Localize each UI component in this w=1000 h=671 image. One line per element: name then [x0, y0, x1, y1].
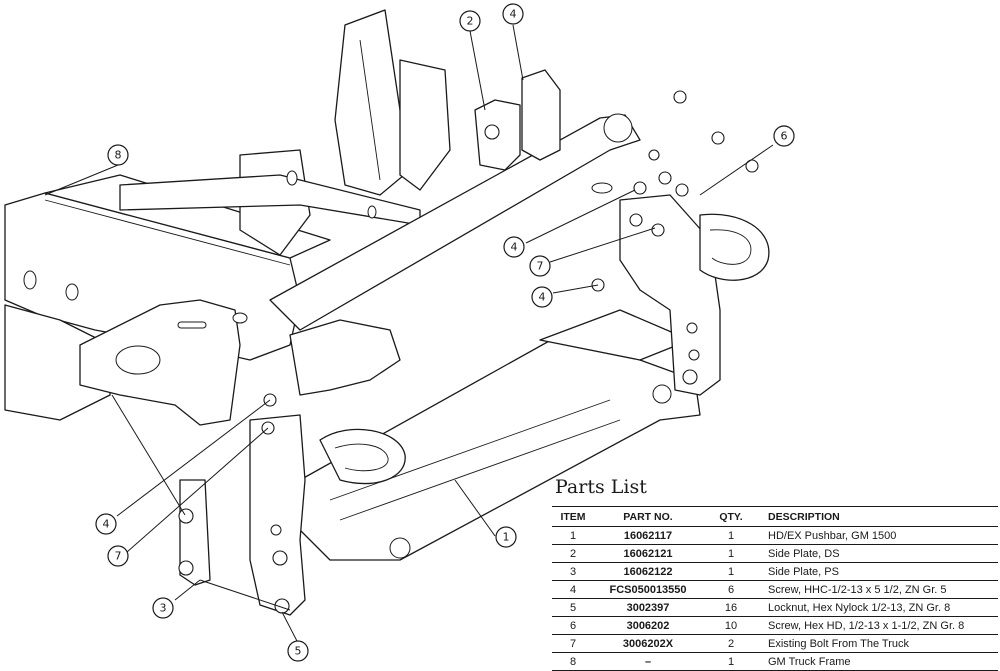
svg-text:4: 4 [539, 291, 546, 304]
svg-text:7: 7 [537, 260, 544, 273]
header-part-no: PART NO. [594, 506, 702, 527]
svg-text:2: 2 [467, 15, 474, 28]
cell-part-no: 16062122 [594, 562, 702, 581]
cell-part-no: 16062121 [594, 544, 702, 563]
parts-table: ITEM PART NO. QTY. DESCRIPTION 1 1606211… [552, 506, 998, 671]
tow-hook-left [289, 319, 406, 485]
cell-qty: 2 [702, 634, 760, 653]
cell-description: Side Plate, DS [760, 544, 998, 563]
table-row: 2 16062121 1 Side Plate, DS [552, 544, 998, 563]
cell-description: GM Truck Frame [760, 652, 998, 671]
callout-6: 6 [773, 125, 795, 147]
svg-text:1: 1 [503, 531, 510, 544]
tow-hook-right [699, 213, 770, 281]
ds-mount-bracket [79, 299, 248, 426]
cell-part-no: 3006202 [594, 616, 702, 635]
cell-description: Side Plate, PS [760, 562, 998, 581]
table-row: 6 3006202 10 Screw, Hex HD, 1/2-13 x 1-1… [552, 616, 998, 635]
svg-text:7: 7 [115, 550, 122, 563]
bolt-cluster-right [261, 90, 759, 435]
svg-text:4: 4 [103, 518, 110, 531]
svg-text:6: 6 [781, 130, 788, 143]
svg-text:5: 5 [295, 645, 302, 658]
svg-text:3: 3 [160, 602, 167, 615]
svg-text:8: 8 [115, 149, 122, 162]
table-row: 3 16062122 1 Side Plate, PS [552, 562, 998, 581]
cell-item: 8 [552, 652, 594, 671]
callout-7-right: 7 [529, 255, 551, 277]
header-description: DESCRIPTION [760, 506, 998, 527]
table-row: 7 3006202X 2 Existing Bolt From The Truc… [552, 634, 998, 653]
callout-8: 8 [107, 144, 129, 166]
svg-text:4: 4 [511, 241, 518, 254]
cell-qty: 10 [702, 616, 760, 635]
cell-item: 2 [552, 544, 594, 563]
table-row: 8 – 1 GM Truck Frame [552, 652, 998, 671]
parts-list-title: Parts List [555, 476, 647, 498]
cell-description: HD/EX Pushbar, GM 1500 [760, 526, 998, 545]
cell-description: Screw, HHC-1/2-13 x 5 1/2, ZN Gr. 5 [760, 580, 998, 599]
side-plate-ds [474, 69, 721, 396]
cell-item: 4 [552, 580, 594, 599]
header-qty: QTY. [702, 506, 760, 527]
cell-qty: 1 [702, 652, 760, 671]
cross-tube [269, 113, 641, 331]
cell-item: 7 [552, 634, 594, 653]
cell-item: 6 [552, 616, 594, 635]
cell-part-no: 16062117 [594, 526, 702, 545]
cell-qty: 1 [702, 526, 760, 545]
cell-item: 3 [552, 562, 594, 581]
cell-part-no: 3006202X [594, 634, 702, 653]
callout-3: 3 [152, 597, 174, 619]
callout-5: 5 [287, 640, 309, 662]
parts-list-panel: Parts List ITEM PART NO. QTY. DESCRIPTIO… [552, 476, 998, 671]
side-plate-ps [178, 414, 306, 616]
leader-lines [44, 24, 774, 644]
cell-part-no: – [594, 652, 702, 671]
table-row: 1 16062117 1 HD/EX Pushbar, GM 1500 [552, 526, 998, 545]
callout-1: 1 [495, 526, 517, 548]
cell-item: 5 [552, 598, 594, 617]
pushbar [299, 309, 701, 561]
table-row: 4 FCS050013550 6 Screw, HHC-1/2-13 x 5 1… [552, 580, 998, 599]
cell-description: Screw, Hex HD, 1/2-13 x 1-1/2, ZN Gr. 8 [760, 616, 998, 635]
callout-4-top: 4 [502, 3, 524, 25]
parts-table-header: ITEM PART NO. QTY. DESCRIPTION [552, 506, 998, 527]
callout-4-right-a: 4 [503, 236, 525, 258]
cell-qty: 16 [702, 598, 760, 617]
cell-qty: 1 [702, 544, 760, 563]
cell-description: Existing Bolt From The Truck [760, 634, 998, 653]
cell-part-no: 3002397 [594, 598, 702, 617]
callout-7-left: 7 [107, 545, 129, 567]
cell-part-no: FCS050013550 [594, 580, 702, 599]
cell-qty: 6 [702, 580, 760, 599]
cell-description: Locknut, Hex Nylock 1/2-13, ZN Gr. 8 [760, 598, 998, 617]
cell-item: 1 [552, 526, 594, 545]
svg-text:4: 4 [510, 8, 517, 21]
callout-4-left: 4 [95, 513, 117, 535]
table-row: 5 3002397 16 Locknut, Hex Nylock 1/2-13,… [552, 598, 998, 617]
callout-2: 2 [459, 10, 481, 32]
callout-4-right-b: 4 [531, 286, 553, 308]
cell-qty: 1 [702, 562, 760, 581]
header-item: ITEM [552, 506, 594, 527]
